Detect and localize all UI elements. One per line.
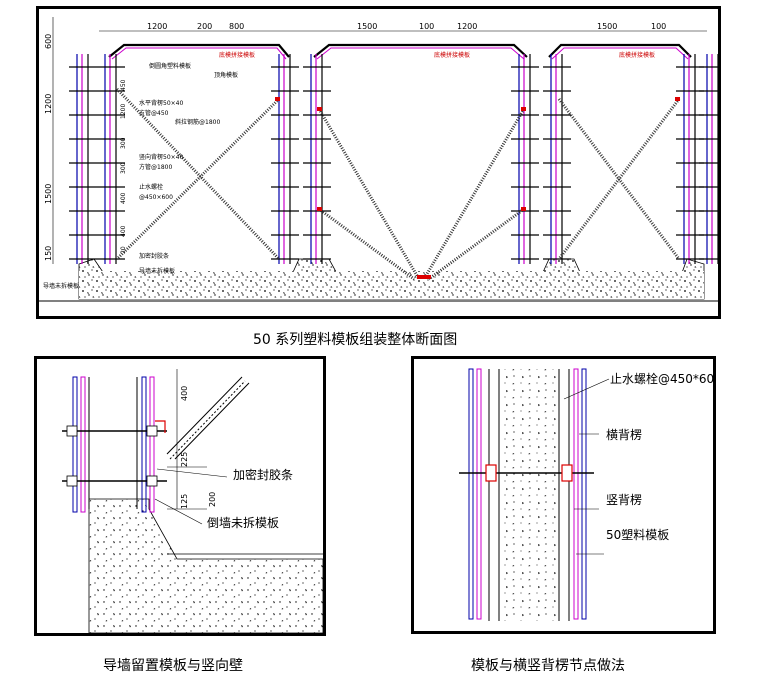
svg-text:@450×600: @450×600 <box>139 194 173 201</box>
dim-150-left: 150 <box>44 246 53 261</box>
left-wall-pipes <box>72 376 155 513</box>
dim-1500-b: 1500 <box>597 22 617 31</box>
svg-text:顶角模板: 顶角模板 <box>214 71 238 79</box>
label-sealant-strip: 加密封胶条 <box>233 467 293 482</box>
top-dimension-labels: 1200 200 800 1500 100 1200 1500 100 <box>147 22 666 31</box>
dim-1200-left: 1200 <box>44 94 53 114</box>
formwork-joint-detail: 止水螺栓@450*600 横背楞 竖背楞 50塑料模板 <box>411 356 722 634</box>
joint-bolt <box>459 464 594 482</box>
joint-leaders <box>563 378 610 555</box>
main-caption: 50 系列塑料模板组装整体断面图 <box>253 332 458 348</box>
svg-text:水平背楞50×40: 水平背楞50×40 <box>139 99 183 107</box>
annotations: 倒圆角塑料模板 顶角模板 水平背楞50×40 方管@450 斜拉钢筋@1800 … <box>43 62 238 290</box>
svg-text:200: 200 <box>208 492 217 507</box>
svg-text:底模拼接模板: 底模拼接模板 <box>219 51 255 59</box>
svg-text:125: 125 <box>180 494 189 509</box>
diagonal-braces <box>115 87 681 281</box>
svg-text:400: 400 <box>120 192 127 204</box>
dim-1200-b: 1200 <box>457 22 477 31</box>
joint-wall-pipes <box>468 368 587 621</box>
left-detail-dims: 400 225 200 125 <box>167 369 217 510</box>
svg-text:300: 300 <box>120 137 127 149</box>
label-waterstop-bolt: 止水螺栓@450*600 <box>610 371 713 386</box>
svg-text:导墙未拆模板: 导墙未拆模板 <box>43 282 79 290</box>
red-markers <box>275 97 680 279</box>
overall-section-drawing: 1200 200 800 1500 100 1200 1500 100 600 … <box>36 6 727 319</box>
dim-1500-left: 1500 <box>44 184 53 204</box>
dim-1200-a: 1200 <box>147 22 167 31</box>
svg-text:倒圆角塑料模板: 倒圆角塑料模板 <box>149 62 191 70</box>
svg-text:竖向背楞50×40: 竖向背楞50×40 <box>139 153 183 161</box>
vertical-walls <box>69 54 727 264</box>
svg-text:300: 300 <box>120 162 127 174</box>
right-caption: 模板与横竖背楞节点做法 <box>471 658 625 674</box>
guide-wall-svg: 400 225 200 125 加密封胶条 倒墙未拆模板 <box>62 369 324 634</box>
svg-text:20: 20 <box>120 246 127 254</box>
svg-text:底模拼接模板: 底模拼接模板 <box>434 51 470 59</box>
left-dimension: 600 1200 1500 150 <box>44 17 54 264</box>
svg-text:底模拼接模板: 底模拼接模板 <box>619 51 655 59</box>
dim-100-a: 100 <box>419 22 434 31</box>
dim-1500-a: 1500 <box>357 22 377 31</box>
label-plastic-formwork: 50塑料模板 <box>606 527 669 542</box>
svg-text:400: 400 <box>120 225 127 237</box>
svg-text:400: 400 <box>180 386 189 401</box>
top-red-labels: 底模拼接模板 底模拼接模板 底模拼接模板 <box>219 51 655 59</box>
svg-text:止水螺栓: 止水螺栓 <box>139 183 163 191</box>
svg-text:加密封胶条: 加密封胶条 <box>139 252 169 260</box>
label-horizontal-back-ridge: 横背楞 <box>606 427 642 442</box>
left-caption: 导墙留置模板与竖向壁 <box>103 658 243 674</box>
svg-text:方管@450: 方管@450 <box>139 109 169 117</box>
dim-800: 800 <box>229 22 244 31</box>
joint-detail-svg: 止水螺栓@450*600 横背楞 竖背楞 50塑料模板 <box>459 368 722 621</box>
label-vertical-back-ridge: 竖背楞 <box>606 492 642 507</box>
concrete-base <box>39 258 718 302</box>
guide-wall-detail: 400 225 200 125 加密封胶条 倒墙未拆模板 <box>34 356 326 636</box>
dim-100-b: 100 <box>651 22 666 31</box>
formwork-frames <box>108 43 692 60</box>
inner-dimensions: 450 1200 300 300 400 400 20 <box>120 79 127 254</box>
dim-600: 600 <box>44 34 53 49</box>
svg-text:225: 225 <box>180 452 189 467</box>
overall-section-svg: 1200 200 800 1500 100 1200 1500 100 600 … <box>39 17 727 302</box>
svg-text:方管@1800: 方管@1800 <box>139 163 172 171</box>
svg-text:1200: 1200 <box>120 104 127 119</box>
left-bolts <box>62 425 167 487</box>
svg-text:450: 450 <box>120 79 127 91</box>
dim-200: 200 <box>197 22 212 31</box>
label-guide-wall-formwork: 倒墙未拆模板 <box>207 515 279 530</box>
svg-text:斜拉钢筋@1800: 斜拉钢筋@1800 <box>175 118 220 126</box>
left-diagonal-brace <box>166 376 250 460</box>
svg-text:导墙未拆模板: 导墙未拆模板 <box>139 267 175 275</box>
